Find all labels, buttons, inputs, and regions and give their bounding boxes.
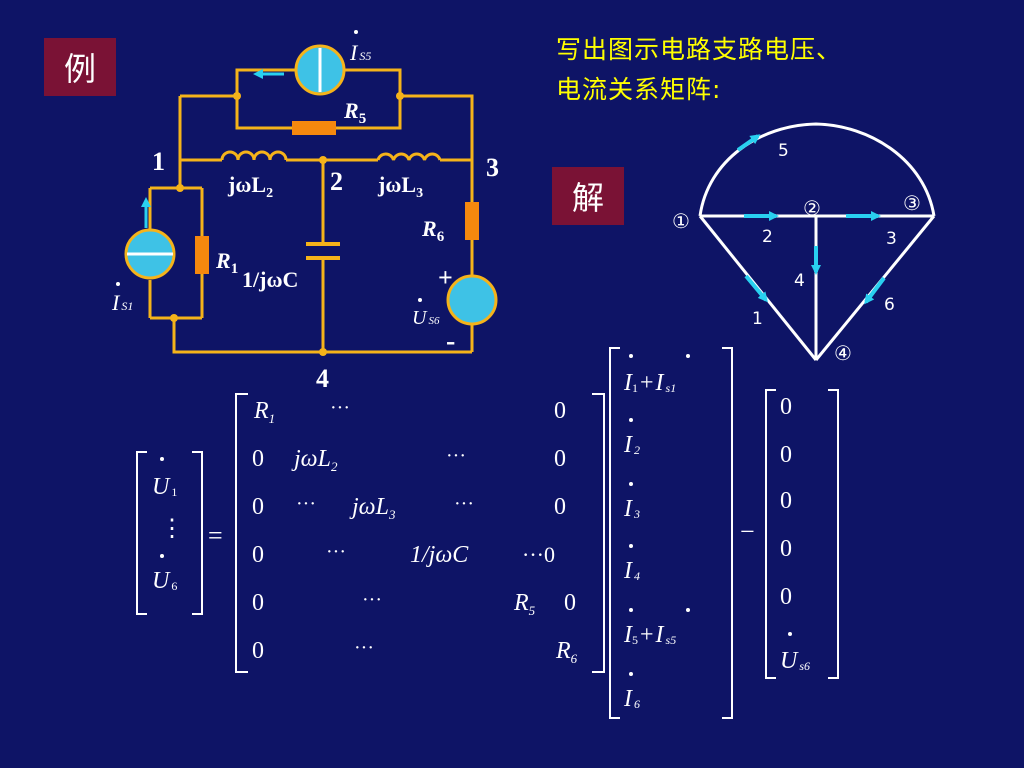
sv-r5: 0 — [780, 584, 792, 610]
graph-node-4: ④ — [834, 341, 852, 365]
node-label-3: 3 — [486, 153, 499, 182]
m-r2-last: 0 — [554, 446, 566, 472]
graph-node-2: ② — [803, 196, 821, 220]
minus-sign: − — [740, 517, 755, 546]
m-r6-dots: ··· — [354, 637, 374, 659]
node-dots — [170, 92, 404, 356]
branch-5-arc — [698, 122, 936, 217]
node-label-2: 2 — [330, 167, 343, 196]
m-r3-dots1: ··· — [296, 493, 316, 515]
sv-r2: 0 — [780, 442, 792, 468]
equals-sign: = — [208, 521, 223, 550]
matrix-bracket-right — [592, 393, 605, 673]
label-R5: R5 — [343, 98, 366, 127]
task-line-1: 写出图示电路支路电压、 — [556, 35, 843, 64]
resistor-R5 — [292, 121, 336, 135]
graph-branch-5: 5 — [778, 141, 789, 161]
graph-branch-3: 3 — [886, 229, 897, 249]
m-r2-c1: 0 — [252, 446, 264, 472]
inductor-L2 — [220, 150, 288, 161]
label-R1: R1 — [215, 248, 238, 277]
resistor-R6 — [465, 202, 479, 240]
m-r2-dots: ··· — [446, 445, 466, 467]
current-source-Is1 — [124, 197, 176, 280]
node-label-4: 4 — [316, 364, 329, 393]
task-line-2: 电流关系矩阵: — [556, 75, 722, 104]
wire-top-loop — [235, 68, 402, 130]
m-r5-c1: 0 — [252, 590, 264, 616]
inductor-L3 — [376, 152, 442, 161]
m-r3-c1: 0 — [252, 494, 264, 520]
m-r3-c3: jωL3 — [349, 494, 396, 522]
label-L3: jωL3 — [377, 172, 423, 201]
m-r4-c1: 0 — [252, 542, 264, 568]
label-L2: jωL2 — [227, 172, 273, 201]
voltage-source-Us6 — [446, 274, 498, 326]
m-r1-dots: ··· — [330, 397, 350, 419]
graph-branch-4: 4 — [794, 271, 805, 291]
resistor-R1 — [195, 236, 209, 274]
m-r6-R6: R6 — [555, 638, 578, 666]
lhs-bracket-right — [192, 451, 203, 615]
sv-r1: 0 — [780, 394, 792, 420]
label-minus: - — [446, 326, 455, 357]
m-r1-last: 0 — [554, 398, 566, 424]
circuit-graph — [698, 122, 936, 361]
m-r1-c1: R1 — [253, 398, 275, 426]
m-r4-last: ···0 — [522, 542, 555, 567]
current-bracket-left — [609, 347, 620, 719]
matrix-bracket-left — [235, 393, 248, 673]
sv-r4: 0 — [780, 536, 792, 562]
m-r2-c2: jωL2 — [291, 446, 338, 474]
example-tag: 例 — [44, 38, 116, 96]
graph-node-1: ① — [672, 209, 690, 233]
task-statement: 写出图示电路支路电压、 电流关系矩阵: — [556, 30, 1016, 110]
m-r4-dots1: ··· — [326, 541, 346, 563]
graph-arrows — [736, 134, 886, 305]
source-bracket-left — [765, 389, 776, 679]
graph-branch-1: 1 — [752, 309, 763, 329]
m-r3-dots2: ··· — [454, 493, 474, 515]
m-r5-dots: ··· — [362, 589, 382, 611]
m-r3-last: 0 — [554, 494, 566, 520]
graph-labels: ① ② ③ ④ 1 2 3 4 5 6 — [672, 141, 921, 365]
node-label-1: 1 — [152, 147, 165, 176]
graph-branch-2: 2 — [762, 227, 773, 247]
lhs-bracket-left — [136, 451, 147, 615]
graph-node-3: ③ — [903, 191, 921, 215]
current-bracket-right — [722, 347, 733, 719]
m-r6-c1: 0 — [252, 638, 264, 664]
m-r4-c4: 1/jωC — [410, 542, 469, 568]
sv-r3: 0 — [780, 488, 792, 514]
label-C: 1/jωC — [242, 267, 298, 292]
matrix-equation — [136, 347, 839, 719]
lhs-dots: ⋮ — [160, 516, 184, 542]
graph-branch-6: 6 — [884, 295, 895, 315]
label-R6: R6 — [421, 216, 445, 245]
current-source-Is5 — [253, 44, 346, 96]
source-bracket-right — [828, 389, 839, 679]
m-r5-last: 0 — [564, 590, 576, 616]
wire-upper-frame — [178, 94, 474, 160]
solution-tag: 解 — [552, 167, 624, 225]
m-r5-R5: R5 — [513, 590, 536, 618]
label-plus: + — [438, 263, 453, 292]
